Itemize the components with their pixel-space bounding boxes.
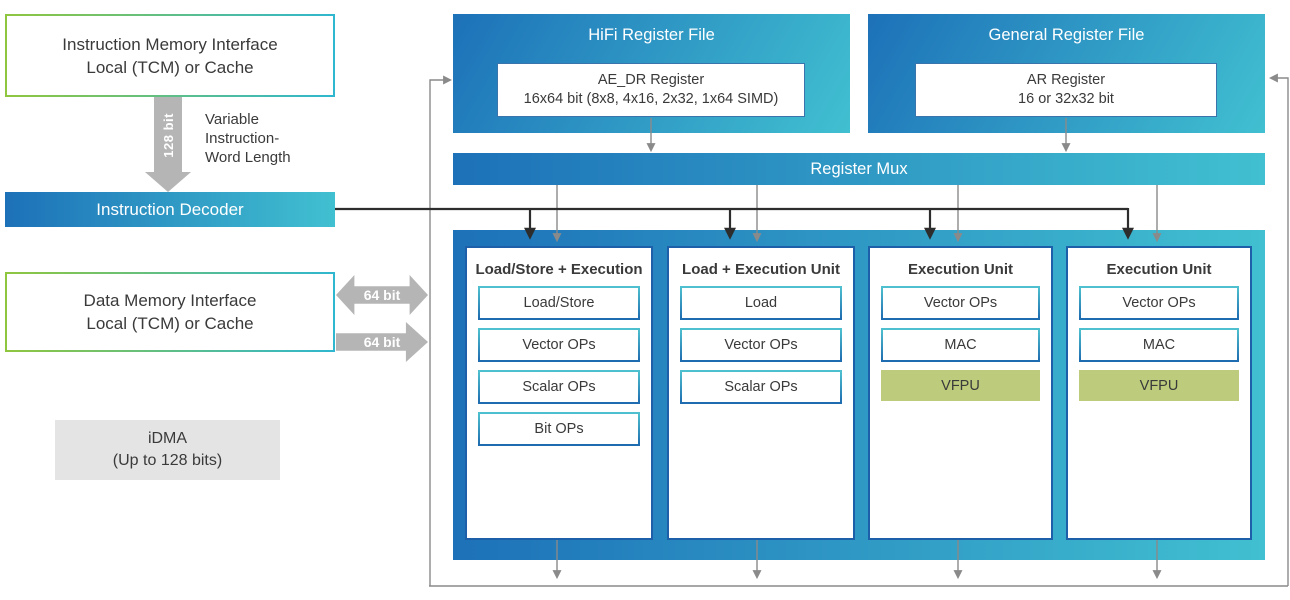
- op-box: Vector OPs: [680, 328, 842, 362]
- unit-title: Load + Execution Unit: [682, 261, 840, 278]
- hifi-register-file-box: HiFi Register File AE_DR Register 16x64 …: [453, 14, 850, 133]
- op-box: Scalar OPs: [478, 370, 640, 404]
- idma-line2: (Up to 128 bits): [112, 452, 223, 469]
- ar-register-line2: 16 or 32x32 bit: [1018, 91, 1114, 107]
- op-box: MAC: [881, 328, 1040, 362]
- op-box: Scalar OPs: [680, 370, 842, 404]
- vfpu-box: VFPU: [881, 370, 1040, 401]
- op-box: Load: [680, 286, 842, 320]
- dmem-line2: Local (TCM) or Cache: [86, 314, 254, 333]
- unit-title: Execution Unit: [1106, 261, 1212, 278]
- op-box: Vector OPs: [478, 328, 640, 362]
- bus-128bit-arrow: 128 bit: [154, 97, 182, 173]
- bus-64bit-bidirectional-arrow: 64 bit: [336, 275, 428, 315]
- dmem-line1: Data Memory Interface: [83, 291, 257, 310]
- op-box: Load/Store: [478, 286, 640, 320]
- bus-64bit-top-label: 64 bit: [363, 287, 401, 303]
- op-box: Bit OPs: [478, 412, 640, 446]
- op-box: Vector OPs: [881, 286, 1040, 320]
- hifi-register-file-title: HiFi Register File: [588, 26, 715, 44]
- variable-instruction-word-length-note: Variable Instruction- Word Length: [205, 110, 291, 167]
- variable-note-line2: Instruction-: [205, 130, 280, 147]
- idma-box: iDMA (Up to 128 bits): [55, 420, 280, 480]
- idma-line1: iDMA: [147, 430, 188, 447]
- register-mux-label: Register Mux: [810, 159, 908, 178]
- general-register-file-title: General Register File: [988, 26, 1145, 44]
- imem-line2: Local (TCM) or Cache: [86, 57, 254, 77]
- unit-execution-2: Execution Unit Vector OPs MAC VFPU: [1066, 246, 1252, 540]
- bus-128bit-label: 128 bit: [160, 112, 176, 158]
- unit-title: Execution Unit: [907, 261, 1013, 278]
- ae-dr-register-line1: AE_DR Register: [597, 72, 705, 88]
- data-memory-interface-box: Data Memory Interface Local (TCM) or Cac…: [5, 272, 335, 352]
- op-box: Vector OPs: [1079, 286, 1239, 320]
- unit-load-store-execution: Load/Store + Execution Load/Store Vector…: [465, 246, 653, 540]
- ae-dr-register-line2: 16x64 bit (8x8, 4x16, 2x32, 1x64 SIMD): [523, 91, 779, 107]
- bus-64bit-bottom-label: 64 bit: [363, 334, 401, 350]
- ae-dr-register-box: AE_DR Register 16x64 bit (8x8, 4x16, 2x3…: [497, 63, 805, 117]
- ar-register-box: AR Register 16 or 32x32 bit: [915, 63, 1217, 117]
- register-mux-bar: Register Mux: [453, 153, 1265, 185]
- instruction-memory-interface-box: Instruction Memory Interface Local (TCM)…: [5, 14, 335, 97]
- variable-note-line1: Variable: [205, 111, 259, 128]
- unit-load-execution: Load + Execution Unit Load Vector OPs Sc…: [667, 246, 855, 540]
- vfpu-box: VFPU: [1079, 370, 1239, 401]
- instruction-decoder-bar: Instruction Decoder: [5, 192, 335, 227]
- instruction-decoder-label: Instruction Decoder: [96, 199, 244, 219]
- bus-64bit-right-arrow: 64 bit: [336, 322, 428, 362]
- feedback-right-rail-to-general: [1268, 73, 1289, 586]
- bus-128bit-arrowhead-icon: [145, 172, 191, 192]
- execution-units-container: Load/Store + Execution Load/Store Vector…: [453, 230, 1265, 560]
- variable-note-line3: Word Length: [205, 149, 291, 166]
- feedback-left-rail-to-hifi: [429, 75, 453, 586]
- op-box: MAC: [1079, 328, 1239, 362]
- general-register-file-box: General Register File AR Register 16 or …: [868, 14, 1265, 133]
- unit-execution-1: Execution Unit Vector OPs MAC VFPU: [868, 246, 1053, 540]
- unit-title: Load/Store + Execution: [475, 261, 643, 278]
- imem-line1: Instruction Memory Interface: [62, 34, 278, 54]
- ar-register-line1: AR Register: [1026, 72, 1106, 88]
